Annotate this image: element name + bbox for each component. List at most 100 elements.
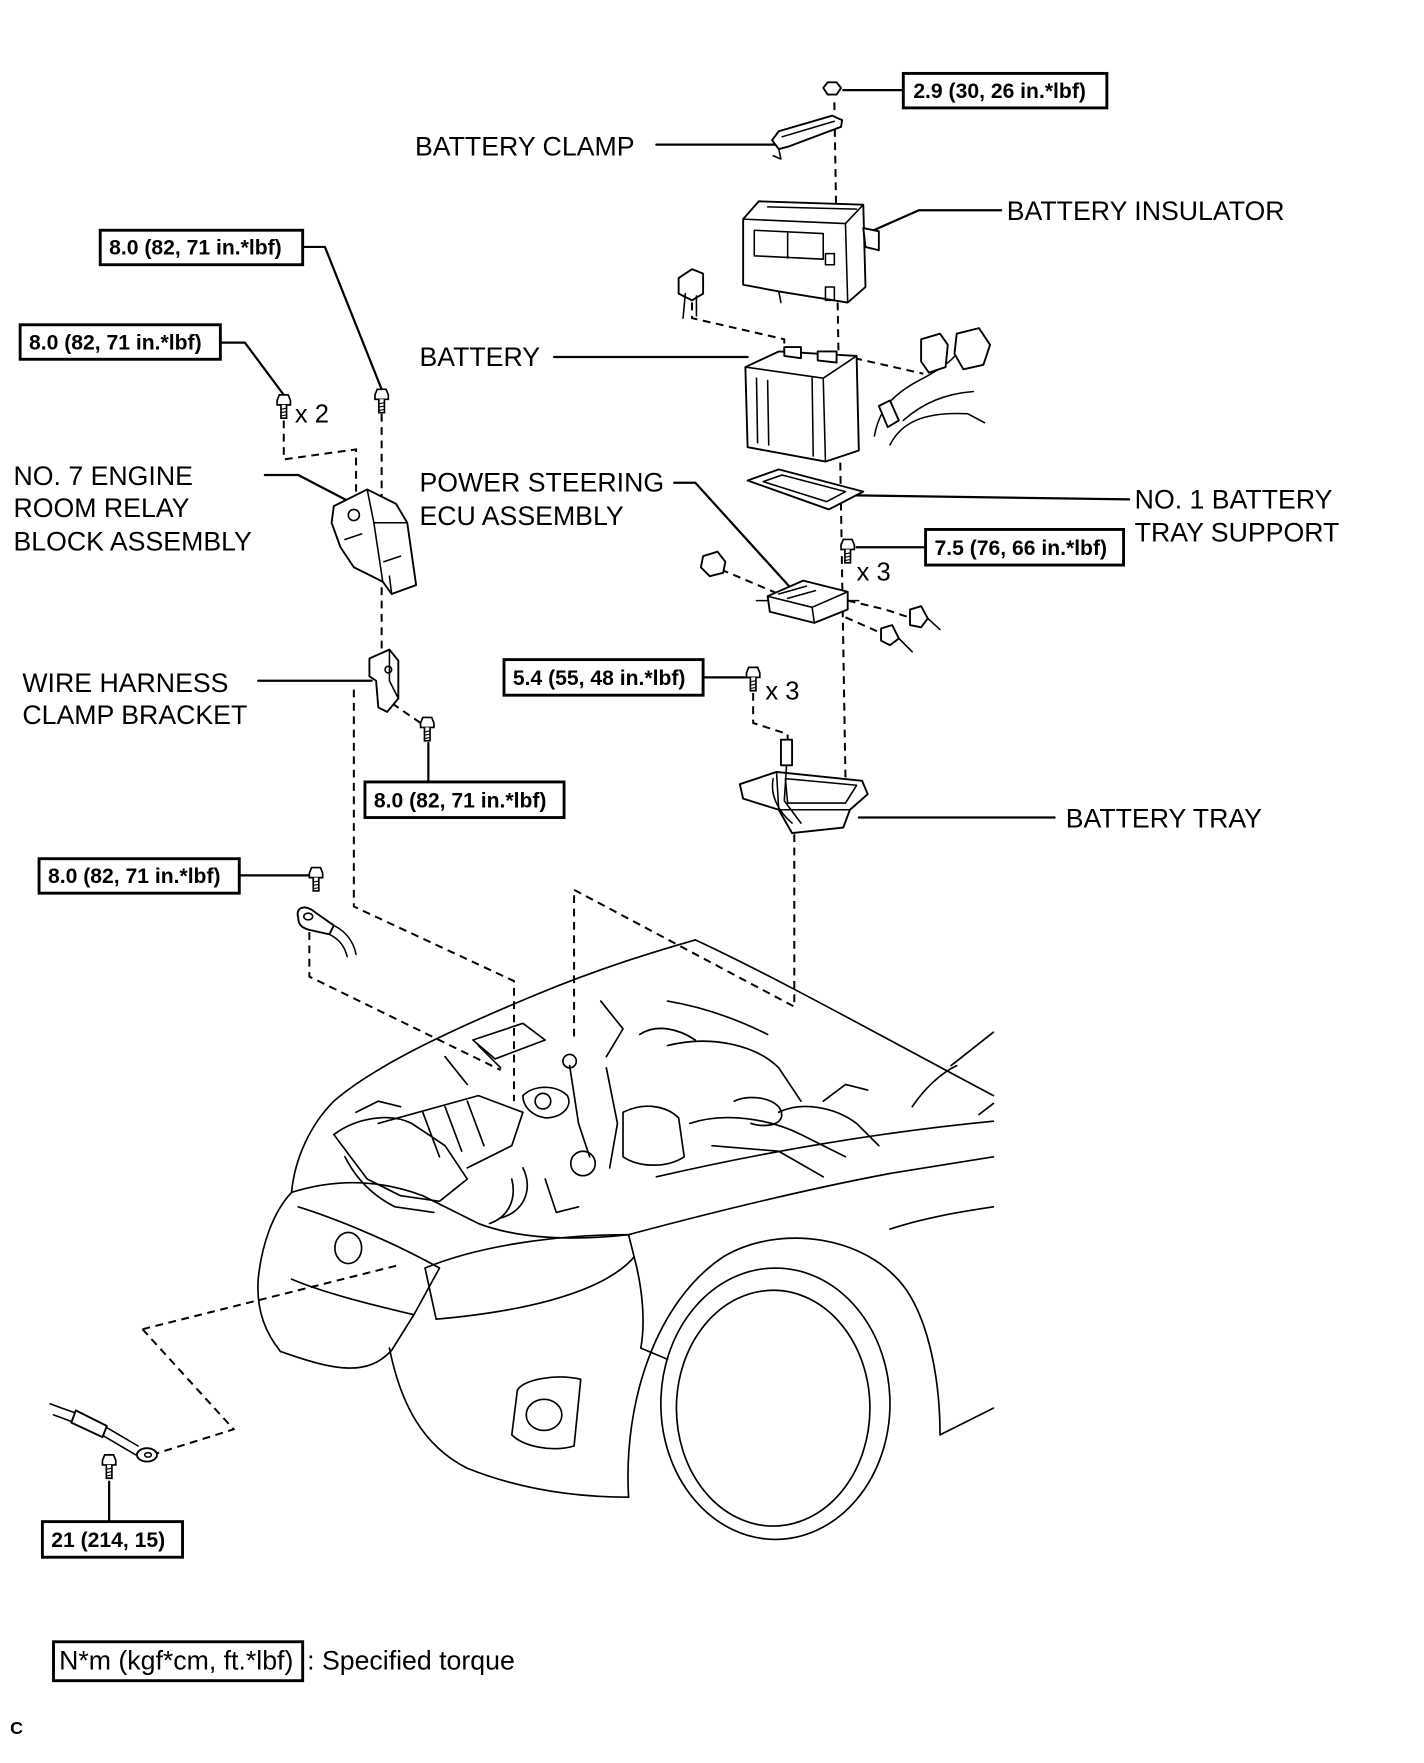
insulator-tab <box>862 227 880 252</box>
filler-cap <box>569 1150 597 1177</box>
dipstick <box>568 1064 591 1158</box>
connector-wires <box>682 292 698 319</box>
torque-ground-bolt: 21 (214, 15) <box>51 1529 165 1552</box>
fog-lamp-housing <box>510 1376 582 1450</box>
relay-block-edges <box>344 488 409 595</box>
harness-cables <box>873 352 986 446</box>
torque-tray-support-bolts: 7.5 (76, 66 in.*lbf) <box>934 537 1107 560</box>
bumper-lower-edge <box>388 1347 630 1498</box>
bay-front-edge <box>290 1155 995 1239</box>
cowl-line <box>694 939 995 1097</box>
torque-box-clamp-nut <box>901 71 1109 110</box>
insulator-window <box>753 229 825 260</box>
tray-support-part <box>746 468 865 511</box>
windshield-lines <box>911 1031 995 1116</box>
relay-bolt-icon <box>374 388 390 414</box>
battery-clamp-part <box>771 114 844 160</box>
connector-body <box>677 268 705 302</box>
battery-terminal-left <box>783 346 802 360</box>
battery-edges <box>744 355 858 463</box>
battery-ribs <box>755 377 814 457</box>
terminal-to-car-line <box>308 932 502 1071</box>
insulator-connector-line <box>690 302 786 354</box>
tray-support-bolt-icon <box>840 538 856 564</box>
torque-box-relay-bolt <box>98 228 305 267</box>
label-tray-support-line2: TRAY SUPPORT <box>1135 518 1340 548</box>
terminal-cable <box>328 924 357 958</box>
battery-terminal-part <box>296 906 357 958</box>
leader-lines <box>108 88 1131 1523</box>
ecu-connector-left <box>699 550 727 578</box>
tray-edges <box>775 771 858 811</box>
terminal-bolt-icon <box>308 866 324 892</box>
hose-a <box>605 1066 619 1169</box>
fender-top <box>655 1120 995 1178</box>
tray-bolt-line <box>752 692 789 759</box>
strut-line <box>599 1000 624 1058</box>
fender-lines <box>889 1206 995 1436</box>
wheel-arch <box>627 1237 941 1498</box>
label-relay-block-line1: NO. 7 ENGINE <box>13 461 192 491</box>
intake-manifold <box>377 1094 524 1169</box>
leader-battery-insulator <box>869 209 1003 233</box>
battery-insulator-part <box>742 200 880 304</box>
tray-harness-cable <box>771 764 802 824</box>
cowl-pipe <box>666 1000 769 1036</box>
left-lines <box>355 1044 502 1114</box>
battery-terminal-right <box>816 350 838 364</box>
insulator-edges <box>742 203 865 304</box>
insulator-body <box>742 200 867 304</box>
ecu-connector-lower <box>880 624 900 647</box>
ps-ecu-part <box>699 550 941 653</box>
clamp-hook <box>772 148 782 160</box>
ground-cable-sleeve <box>70 1409 108 1439</box>
label-battery: BATTERY <box>419 342 540 372</box>
label-relay-block-line3: BLOCK ASSEMBLY <box>13 527 252 557</box>
torque-box-tray-support-bolts <box>924 528 1125 567</box>
part-labels: BATTERY CLAMP BATTERY INSULATOR BATTERY … <box>13 132 1339 834</box>
label-relay-block-line2: ROOM RELAY <box>13 493 189 523</box>
label-harness-bracket-line2: CLAMP BRACKET <box>22 700 247 730</box>
throttle-body <box>522 1086 570 1119</box>
intake-ribs <box>421 1100 485 1158</box>
bracket-edge <box>388 648 400 700</box>
torque-bracket-bolt: 8.0 (82, 71 in.*lbf) <box>374 790 547 813</box>
battery-body <box>744 350 860 463</box>
radiator-hose <box>544 1178 580 1214</box>
insulator-connector-part <box>677 268 705 319</box>
torque-relay-bolts: 8.0 (82, 71 in.*lbf) <box>29 331 202 354</box>
bracket-body <box>368 648 400 713</box>
harness-connector-a <box>920 332 949 374</box>
torque-box-tray-bolts <box>502 658 705 697</box>
torque-relay-bolt: 8.0 (82, 71 in.*lbf) <box>109 237 282 260</box>
battery-tray-part <box>738 738 869 835</box>
harness-clip <box>877 399 900 429</box>
fog-lamp <box>525 1398 563 1432</box>
pipe-a <box>666 1040 802 1103</box>
torque-clamp-nut: 2.9 (30, 26 in.*lbf) <box>913 80 1086 103</box>
leader-relay-block <box>263 473 349 502</box>
label-ps-ecu-line2: ECU ASSEMBLY <box>419 501 623 531</box>
torque-box-terminal-bolt <box>37 857 241 895</box>
hose-loop <box>733 1096 783 1127</box>
clamp-bar <box>771 114 844 150</box>
ecu-connector-wires <box>898 617 941 653</box>
bumper-side <box>633 1256 669 1361</box>
relay-bolts-icon <box>276 394 292 420</box>
bracket-curve <box>488 1178 514 1225</box>
leader-relay-bolts <box>219 341 285 396</box>
dipstick-handle <box>562 1053 578 1069</box>
torque-box-ground-bolt <box>40 1520 184 1559</box>
relay-bolts-line <box>282 420 358 492</box>
label-battery-insulator: BATTERY INSULATOR <box>1007 196 1285 226</box>
tray-to-car-line <box>573 834 796 1041</box>
label-tray-support-line1: NO. 1 BATTERY <box>1135 484 1333 514</box>
qty-tray-bolts: x 3 <box>765 678 799 706</box>
right-pipe <box>777 1105 880 1147</box>
relay-block-body <box>330 488 418 595</box>
tray-support-inner <box>762 474 847 503</box>
fascia-left-edge <box>257 1191 293 1353</box>
harness-bracket-part <box>368 648 400 713</box>
label-battery-tray: BATTERY TRAY <box>1066 804 1262 834</box>
upper-grille <box>290 1206 441 1316</box>
